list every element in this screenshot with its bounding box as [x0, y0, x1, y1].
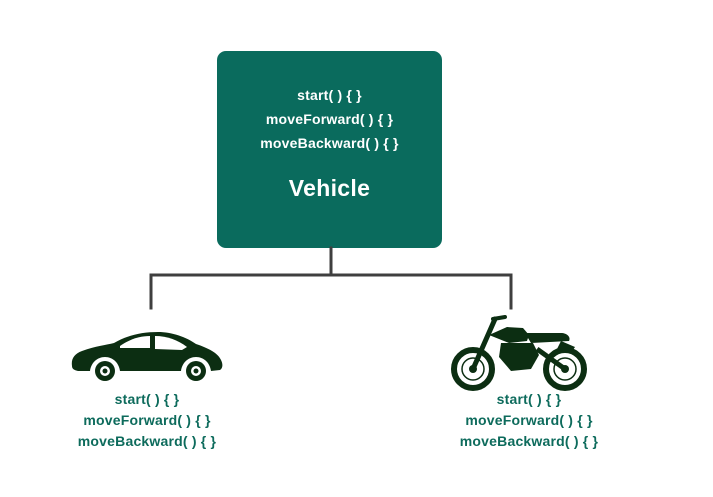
- parent-method-start: start( ) { }: [297, 87, 362, 103]
- motorcycle-method-move-backward: moveBackward( ) { }: [459, 433, 599, 449]
- vehicle-class-box: start( ) { } moveForward( ) { } moveBack…: [217, 51, 442, 248]
- car-icon: [71, 332, 223, 381]
- car-method-move-forward: moveForward( ) { }: [83, 412, 211, 428]
- motorcycle-icon: [451, 315, 587, 391]
- parent-class-name: Vehicle: [288, 175, 371, 201]
- motorcycle-method-move-forward: moveForward( ) { }: [465, 412, 593, 428]
- car-methods: start( ) { } moveForward( ) { } moveBack…: [47, 389, 247, 452]
- car-method-move-backward: moveBackward( ) { }: [77, 433, 217, 449]
- motorcycle-method-start: start( ) { }: [496, 391, 562, 407]
- parent-method-move-forward: moveForward( ) { }: [265, 111, 394, 127]
- motorcycle-methods: start( ) { } moveForward( ) { } moveBack…: [429, 389, 629, 452]
- car-method-start: start( ) { }: [114, 391, 180, 407]
- parent-method-move-backward: moveBackward( ) { }: [260, 135, 399, 151]
